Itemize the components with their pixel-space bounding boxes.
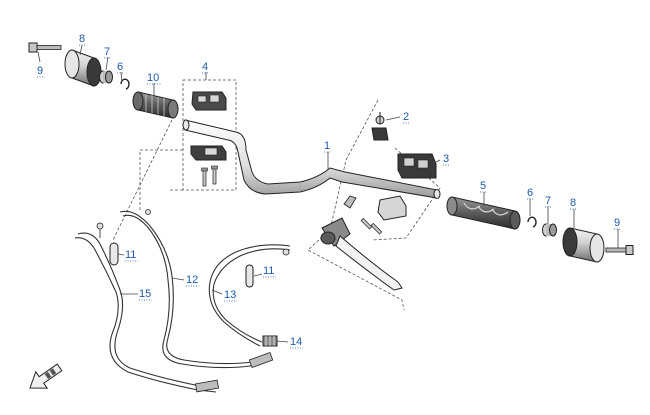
brake-lever-part	[320, 195, 403, 291]
leader-lines	[37, 44, 619, 343]
bar-end-weight-right	[562, 227, 605, 263]
label-part-10: 10	[147, 72, 159, 84]
left-bar-end-parts	[28, 42, 130, 90]
label-part-9-left: 9	[37, 65, 43, 77]
label-part-11-right: 11	[263, 265, 274, 277]
left-switch-housing-part	[190, 91, 227, 187]
handlebar-part	[182, 119, 441, 199]
label-part-1: 1	[324, 140, 330, 152]
bolt-left	[28, 42, 62, 53]
spacer-right	[542, 223, 557, 237]
label-part-6-right: 6	[527, 187, 533, 199]
right-bar-end-parts	[527, 216, 634, 263]
adjuster-fitting	[262, 335, 278, 347]
circlip-right	[527, 216, 537, 228]
label-part-11-left: 11	[125, 249, 136, 261]
bolt-right	[605, 245, 634, 255]
label-part-2: 2	[403, 111, 409, 123]
front-direction-arrow-icon	[29, 363, 63, 389]
label-part-9-right: 9	[614, 217, 620, 229]
label-part-14: 14	[290, 336, 302, 348]
label-part-8-right: 8	[570, 197, 576, 209]
label-part-15: 15	[139, 288, 151, 300]
cables	[74, 209, 291, 393]
right-switch-housing-part	[360, 153, 437, 235]
label-part-12: 12	[186, 274, 198, 286]
label-part-6-left: 6	[117, 61, 123, 73]
label-part-13: 13	[224, 289, 236, 301]
label-part-7-left: 7	[104, 46, 110, 58]
spacer-left	[99, 70, 113, 84]
clamp-part	[371, 112, 389, 141]
part-labels: 9 8 7 6 10 4 1 2 3 5 6 7 8 9 11 11 12 13	[37, 33, 621, 349]
label-part-5: 5	[480, 180, 486, 192]
label-part-4: 4	[202, 61, 208, 73]
label-part-3: 3	[443, 153, 449, 165]
left-grip-part	[132, 91, 179, 119]
label-part-7-right: 7	[545, 195, 551, 207]
bar-end-weight-left	[64, 49, 102, 87]
throttle-grip-part	[446, 196, 521, 230]
cable-brackets	[109, 242, 254, 288]
label-part-8-left: 8	[79, 33, 85, 45]
